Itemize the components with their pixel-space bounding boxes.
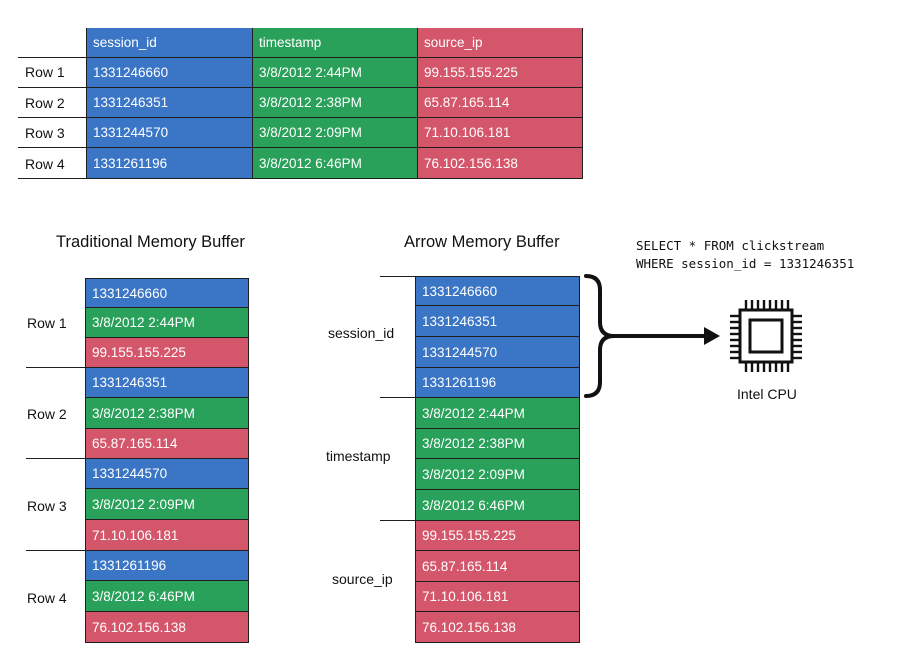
buffer-cell: 1331244570 — [416, 337, 580, 368]
buffer-cell: 3/8/2012 6:46PM — [416, 490, 580, 521]
buffer-cell: 3/8/2012 2:38PM — [416, 429, 580, 459]
buffer-cell: 76.102.156.138 — [86, 612, 249, 643]
row-separator — [26, 458, 86, 459]
table-cell: 1331244570 — [87, 118, 253, 148]
row-label: Row 1 — [25, 64, 65, 80]
row-separator — [18, 147, 88, 148]
buffer-cell: 76.102.156.138 — [416, 612, 580, 643]
buffer-cell: 65.87.165.114 — [86, 429, 249, 459]
row-separator — [18, 117, 88, 118]
curly-brace-arrow — [584, 274, 720, 398]
row-separator — [26, 550, 86, 551]
buffer-cell: 3/8/2012 2:09PM — [86, 489, 249, 520]
group-separator — [380, 397, 416, 398]
buffer-cell: 3/8/2012 2:38PM — [86, 398, 249, 429]
traditional-buffer-title: Traditional Memory Buffer — [56, 233, 245, 251]
row-separator — [18, 178, 88, 179]
row-label: Row 3 — [27, 498, 67, 514]
group-label-source-ip: source_ip — [332, 571, 393, 587]
row-separator — [18, 87, 88, 88]
buffer-cell: 99.155.155.225 — [416, 521, 580, 551]
row-label: Row 4 — [27, 590, 67, 606]
column-separator — [86, 28, 87, 179]
row-label: Row 1 — [27, 315, 67, 331]
buffer-cell: 65.87.165.114 — [416, 551, 580, 582]
buffer-cell: 1331261196 — [416, 368, 580, 398]
buffer-cell: 1331246351 — [416, 306, 580, 337]
query-line-2: WHERE session_id = 1331246351 — [636, 256, 855, 271]
cpu-label: Intel CPU — [737, 386, 797, 402]
buffer-cell: 71.10.106.181 — [86, 520, 249, 551]
buffer-cell: 3/8/2012 2:44PM — [86, 308, 249, 338]
table-cell: 3/8/2012 2:38PM — [253, 88, 418, 118]
table-cell: 3/8/2012 6:46PM — [253, 148, 418, 179]
buffer-cell: 1331246351 — [86, 368, 249, 398]
row-label: Row 4 — [25, 156, 65, 172]
group-separator — [380, 276, 416, 277]
table-cell: 71.10.106.181 — [418, 118, 583, 148]
group-label-session-id: session_id — [328, 325, 395, 341]
buffer-cell: 99.155.155.225 — [86, 338, 249, 368]
table-cell: 1331246351 — [87, 88, 253, 118]
buffer-cell: 3/8/2012 2:09PM — [416, 459, 580, 490]
buffer-cell: 1331246660 — [86, 278, 249, 308]
table-cell: 3/8/2012 2:09PM — [253, 118, 418, 148]
buffer-cell: 71.10.106.181 — [416, 582, 580, 612]
table-cell: 1331246660 — [87, 58, 253, 88]
table-header-timestamp: timestamp — [253, 28, 418, 58]
buffer-cell: 1331261196 — [86, 551, 249, 581]
buffer-left-border — [85, 278, 86, 643]
buffer-cell: 3/8/2012 6:46PM — [86, 581, 249, 612]
cpu-icon — [730, 300, 802, 372]
table-header-source-ip: source_ip — [418, 28, 583, 58]
row-separator — [26, 367, 86, 368]
table-cell: 65.87.165.114 — [418, 88, 583, 118]
table-cell: 1331261196 — [87, 148, 253, 179]
table-cell: 3/8/2012 2:44PM — [253, 58, 418, 88]
table-header-session-id: session_id — [87, 28, 253, 58]
buffer-cell: 1331246660 — [416, 276, 580, 306]
group-separator — [380, 520, 416, 521]
buffer-cell: 3/8/2012 2:44PM — [416, 398, 580, 429]
row-label: Row 2 — [25, 95, 65, 111]
buffer-left-border — [415, 276, 416, 643]
buffer-cell: 1331244570 — [86, 459, 249, 489]
arrow-buffer-title: Arrow Memory Buffer — [404, 233, 560, 251]
row-separator — [18, 57, 88, 58]
row-label: Row 2 — [27, 406, 67, 422]
row-label: Row 3 — [25, 125, 65, 141]
table-cell: 76.102.156.138 — [418, 148, 583, 179]
table-cell: 99.155.155.225 — [418, 58, 583, 88]
group-label-timestamp: timestamp — [326, 448, 391, 464]
query-line-1: SELECT * FROM clickstream — [636, 238, 825, 253]
